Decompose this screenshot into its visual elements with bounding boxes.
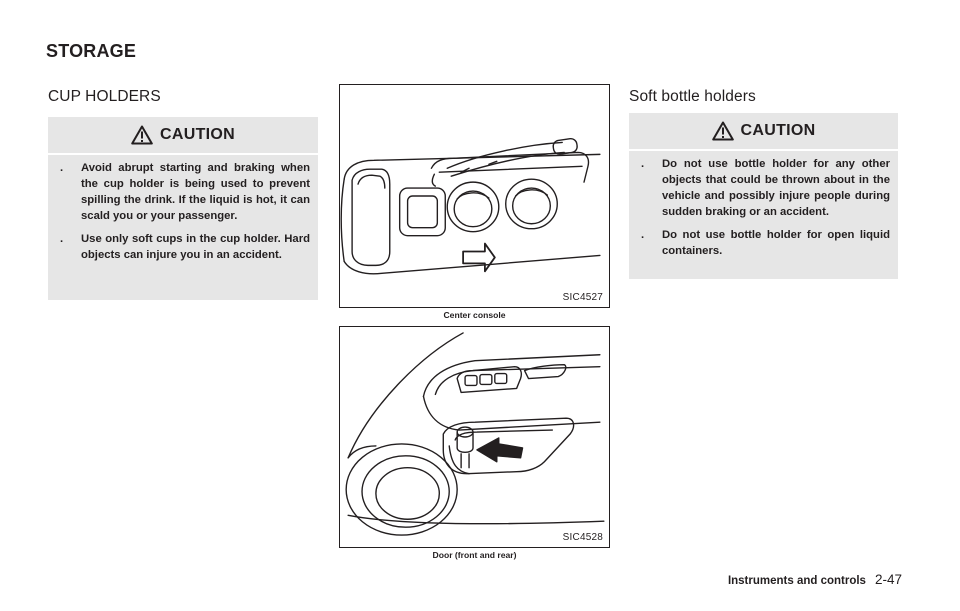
caution-divider (629, 149, 898, 151)
caution-divider (48, 153, 318, 155)
caution-item: . Use only soft cups in the cup holder. H… (48, 232, 318, 264)
page-footer: Instruments and controls 2-47 (728, 572, 902, 587)
cup-holders-caution-box: CAUTION . Avoid abrupt starting and braki… (48, 117, 318, 300)
cup-holders-heading: CUP HOLDERS (48, 88, 161, 105)
bullet: . (641, 158, 645, 170)
page-number: 2-47 (874, 572, 902, 587)
center-console-figure: SIC4527 (339, 84, 610, 308)
caution-banner: CAUTION (48, 117, 318, 153)
bullet: . (60, 162, 64, 174)
caution-item-text: Use only soft cups in the cup holder. Ha… (81, 232, 310, 261)
caution-label: CAUTION (160, 126, 235, 143)
door-figure: SIC4528 (339, 326, 610, 548)
footer-section-name: Instruments and controls (727, 575, 866, 587)
door-illustration (345, 332, 605, 536)
soft-bottle-holders-heading: Soft bottle holders (629, 88, 756, 105)
caution-item-text: Do not use bottle holder for open liquid… (662, 228, 890, 257)
figure-caption: Center console (443, 310, 506, 320)
page-section-title: STORAGE (46, 41, 137, 61)
caution-item: . Do not use bottle holder for any other … (629, 157, 898, 221)
figure-code: SIC4527 (562, 292, 603, 303)
caution-list: . Do not use bottle holder for any other … (629, 157, 898, 266)
caution-item-text: Do not use bottle holder for any other o… (662, 158, 890, 218)
figure-caption: Door (front and rear) (432, 550, 517, 560)
warning-triangle-icon (711, 121, 734, 141)
caution-item: . Avoid abrupt starting and braking when … (48, 161, 318, 225)
caution-banner: CAUTION (629, 113, 898, 149)
warning-triangle-icon (131, 125, 153, 145)
bullet: . (641, 228, 645, 241)
caution-item-text: Avoid abrupt starting and braking when t… (81, 162, 310, 222)
caution-label: CAUTION (740, 122, 816, 139)
caution-list: . Avoid abrupt starting and braking when … (48, 161, 318, 270)
center-console-illustration (340, 137, 601, 275)
bullet: . (60, 232, 64, 245)
soft-bottle-holders-caution-box: CAUTION . Do not use bottle holder for an… (629, 113, 898, 279)
caution-item: . Do not use bottle holder for open liqui… (629, 228, 898, 260)
figure-code: SIC4528 (562, 532, 603, 543)
